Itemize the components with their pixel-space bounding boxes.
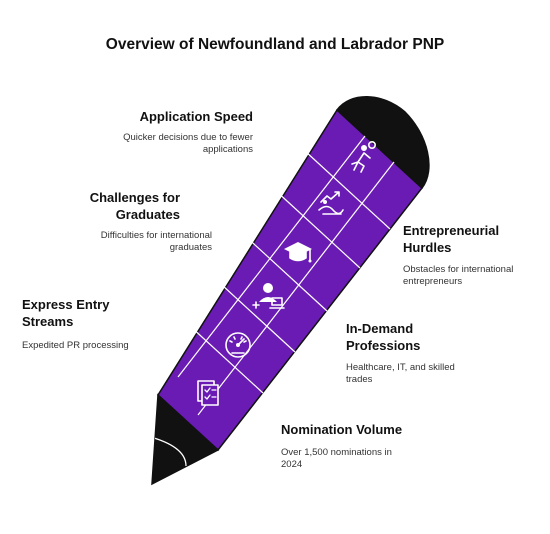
label-heading: Nomination Volume — [281, 422, 403, 437]
label-challenges-graduates: Challenges for Graduates — [40, 189, 180, 223]
diagram-title: Overview of Newfoundland and Labrador PN… — [105, 36, 445, 53]
trend-obstacle-icon — [318, 191, 344, 215]
label-description: Healthcare, IT, and skilled trades — [346, 362, 455, 385]
label-heading: In-Demand Professions — [346, 321, 421, 353]
label-description: Over 1,500 nominations in 2024 — [281, 447, 392, 470]
graduation-cap-icon — [284, 242, 312, 263]
label-description: Difficulties for international graduates — [100, 230, 212, 253]
label-application-speed: Application Speed Quicker decisions due … — [90, 108, 253, 156]
pencil-eraser — [336, 96, 430, 190]
label-heading: Challenges for Graduates — [89, 190, 180, 222]
doctor-laptop-icon — [252, 283, 285, 309]
speedometer-icon — [225, 332, 251, 358]
label-entrepreneurial-hurdles: Entrepreneurial Hurdles Obstacles for in… — [403, 222, 533, 288]
segment-dividers — [177, 150, 391, 394]
body-stripes — [177, 135, 395, 416]
label-description: Expedited PR processing — [22, 340, 129, 351]
label-description: Quicker decisions due to fewer applicati… — [123, 132, 253, 155]
label-nomination-volume: Nomination Volume Over 1,500 nominations… — [281, 421, 431, 471]
label-express-entry: Express Entry Streams Expedited PR proce… — [22, 296, 162, 352]
label-heading: Entrepreneurial Hurdles — [403, 223, 500, 255]
label-heading: Express Entry Streams — [22, 297, 110, 329]
pencil-tip — [151, 393, 220, 486]
label-heading: Application Speed — [139, 109, 253, 124]
label-challenges-graduates-desc: Difficulties for international graduates — [70, 230, 212, 254]
pencil-tip-curve — [153, 437, 187, 467]
runner-with-stopwatch-icon — [351, 140, 377, 173]
documents-checklist-icon — [197, 380, 219, 406]
label-description: Obstacles for international entrepreneur… — [403, 264, 514, 287]
label-in-demand-professions: In-Demand Professions Healthcare, IT, an… — [346, 320, 476, 386]
